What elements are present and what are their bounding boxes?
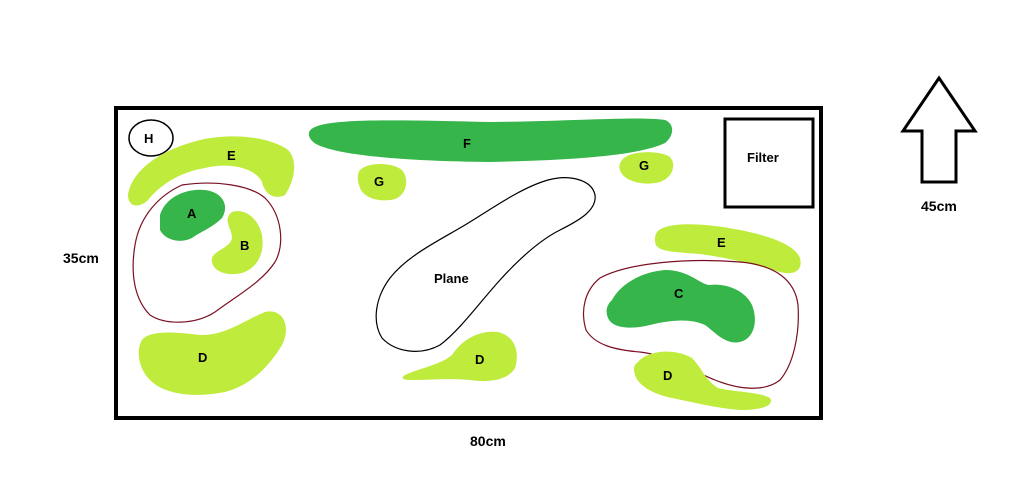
filter-box bbox=[723, 117, 815, 209]
h-marker-circle bbox=[128, 119, 174, 157]
plant-d-middle-label: D bbox=[475, 352, 484, 367]
plant-d-left-label: D bbox=[198, 350, 207, 365]
plant-g-left-label: G bbox=[374, 174, 384, 189]
plane-label: Plane bbox=[434, 271, 469, 286]
plant-g-left bbox=[357, 164, 407, 201]
plant-d-right-label: D bbox=[663, 368, 672, 383]
plant-e-left-label: E bbox=[227, 148, 236, 163]
h-label: H bbox=[144, 131, 153, 146]
plant-g-right-label: G bbox=[639, 158, 649, 173]
plant-f bbox=[308, 118, 673, 162]
width-dimension-label: 80cm bbox=[470, 433, 506, 449]
plant-e-left bbox=[128, 136, 295, 206]
plant-c-label: C bbox=[674, 286, 684, 301]
right-planting-outline bbox=[582, 259, 799, 389]
plant-g-right bbox=[619, 152, 674, 184]
plant-d-middle bbox=[402, 331, 517, 382]
tank-outline bbox=[114, 106, 823, 420]
plant-d-left bbox=[138, 311, 286, 395]
plant-e-right bbox=[654, 224, 801, 274]
plant-a bbox=[160, 189, 226, 241]
plant-f-label: F bbox=[463, 136, 471, 151]
plant-d-right bbox=[634, 351, 771, 410]
plant-c bbox=[606, 270, 755, 343]
left-planting-outline bbox=[132, 182, 282, 323]
height-dimension-label: 45cm bbox=[921, 198, 957, 214]
plant-a-label: A bbox=[187, 206, 197, 221]
plant-b bbox=[211, 211, 263, 275]
plant-e-right-label: E bbox=[717, 235, 726, 250]
filter-label: Filter bbox=[747, 150, 779, 165]
plane-area-outline bbox=[375, 177, 596, 352]
depth-dimension-label: 35cm bbox=[63, 250, 99, 266]
plant-b-label: B bbox=[240, 238, 249, 253]
up-arrow-icon bbox=[900, 75, 978, 184]
